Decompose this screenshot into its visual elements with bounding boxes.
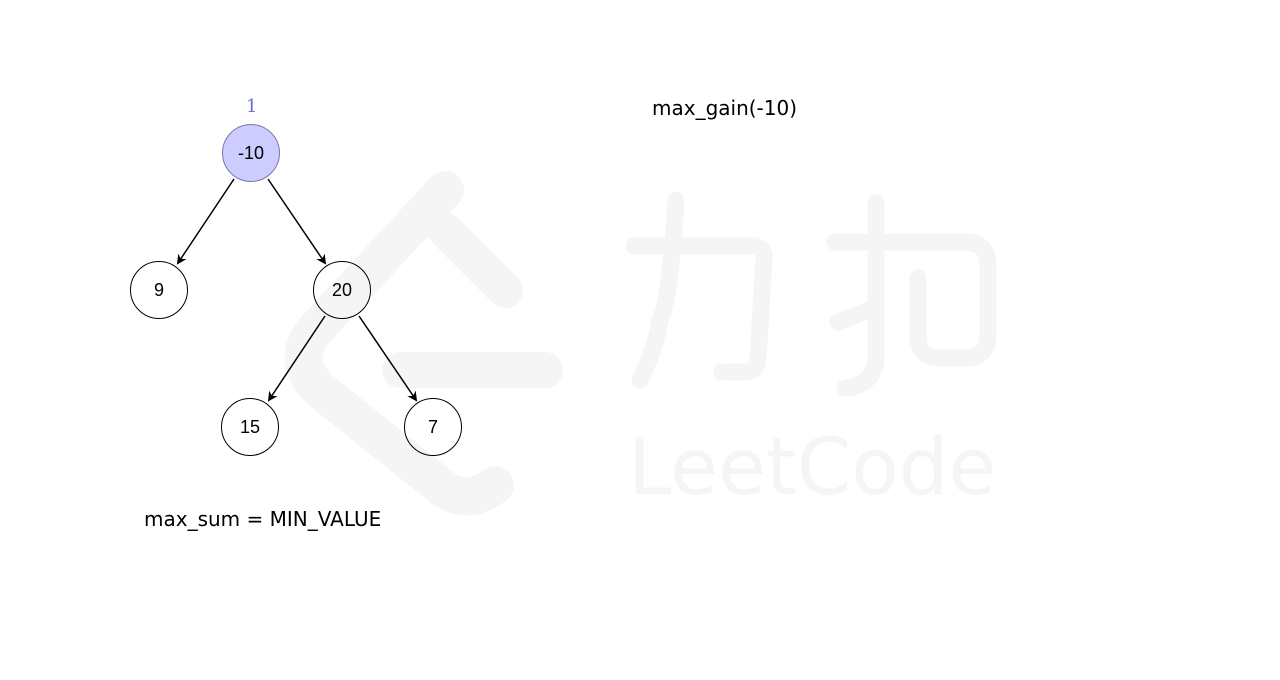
visit-order-label: 1: [246, 96, 258, 117]
tree-node-root: -10: [222, 124, 280, 182]
edge-20-left: [267, 315, 326, 402]
watermark-en-text: LeetCode: [628, 423, 996, 513]
call-label: max_gain(-10): [652, 96, 798, 120]
tree-node-7: 7: [404, 398, 462, 456]
state-label: max_sum = MIN_VALUE: [144, 507, 382, 531]
edge-root-right: [267, 178, 327, 265]
tree-node-15: 15: [221, 398, 279, 456]
edge-20-right: [358, 315, 418, 402]
edge-root-left: [176, 178, 235, 265]
tree-node-20: 20: [313, 261, 371, 319]
tree-node-9: 9: [130, 261, 188, 319]
